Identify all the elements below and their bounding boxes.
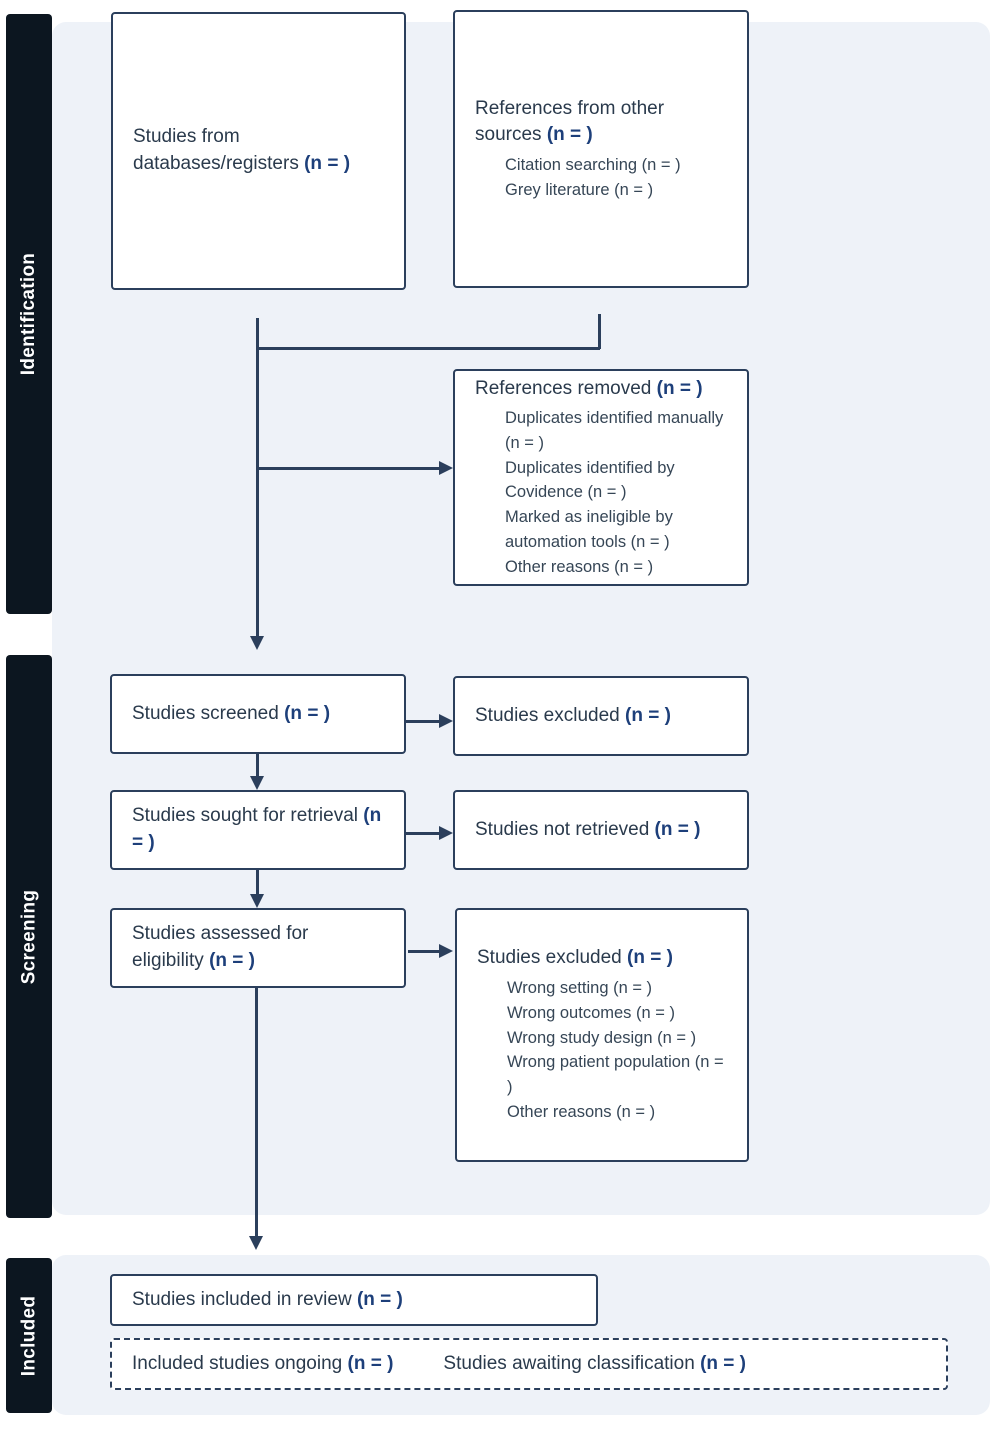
excluded-reasons-title: Studies excluded [477, 947, 622, 969]
removed-item: Duplicates identified by Covidence (n = … [505, 458, 675, 502]
excluded-reason-item: Other reasons (n = ) [507, 1102, 656, 1121]
main-vertical-connector [256, 318, 259, 638]
databases-title: Studies from databases/registers [133, 126, 299, 174]
included-title: Studies included in review [132, 1288, 352, 1310]
arrow-to-excluded-reasons [439, 944, 453, 958]
not-retrieved-count: (n = ) [654, 818, 701, 840]
excluded-reason-item: Wrong study design (n = ) [507, 1028, 697, 1047]
arrow-to-sought [250, 776, 264, 790]
arrow-to-excluded [439, 714, 453, 728]
removed-count: (n = ) [656, 377, 703, 399]
sought-retrieval-box: Studies sought for retrieval (n = ) [110, 790, 406, 870]
assessed-eligibility-box: Studies assessed for eligibility (n = ) [110, 908, 406, 988]
removed-item: Other reasons (n = ) [505, 557, 654, 576]
stage-label-included-text: Included [18, 1295, 40, 1376]
excluded-reasons-list: Wrong setting (n = ) Wrong outcomes (n =… [477, 976, 727, 1125]
ongoing-count: (n = ) [347, 1352, 394, 1374]
arrow-to-screened [250, 636, 264, 650]
databases-box: Studies from databases/registers (n = ) [111, 12, 406, 290]
ongoing-item: Included studies ongoing (n = ) [132, 1351, 393, 1378]
other-sources-item: Grey literature (n = ) [505, 180, 654, 199]
other-sources-box: References from other sources (n = ) Cit… [453, 10, 749, 288]
excluded-reason-item: Wrong setting (n = ) [507, 979, 653, 998]
excluded-count: (n = ) [625, 704, 671, 726]
ongoing-title: Included studies ongoing [132, 1352, 343, 1374]
other-sources-vertical-connector [598, 314, 601, 349]
awaiting-title: Studies awaiting classification [443, 1352, 695, 1374]
screened-count: (n = ) [284, 702, 331, 724]
screened-to-sought-connector [256, 754, 259, 778]
not-retrieved-title: Studies not retrieved [475, 818, 650, 840]
other-sources-item: Citation searching (n = ) [505, 155, 681, 174]
included-review-box: Studies included in review (n = ) [110, 1274, 598, 1326]
sought-to-not-retrieved-connector [406, 832, 441, 835]
databases-count: (n = ) [304, 153, 351, 174]
excluded-reason-item: Wrong outcomes (n = ) [507, 1003, 675, 1022]
removed-item: Marked as ineligible by automation tools… [505, 508, 673, 551]
excluded-reasons-count: (n = ) [627, 947, 673, 969]
arrow-to-included [249, 1236, 263, 1250]
merge-horizontal-connector [256, 347, 600, 350]
excluded-title: Studies excluded [475, 704, 620, 726]
references-removed-box: References removed (n = ) Duplicates ide… [453, 369, 749, 586]
removed-item: Duplicates identified manually (n = ) [505, 409, 724, 452]
stage-label-identification-text: Identification [18, 252, 40, 376]
stage-label-included: Included [6, 1258, 52, 1413]
awaiting-item: Studies awaiting classification (n = ) [443, 1351, 746, 1378]
screened-to-excluded-connector [406, 720, 441, 723]
sought-to-assessed-connector [256, 870, 259, 896]
arrow-to-not-retrieved [439, 826, 453, 840]
arrow-to-removed [439, 461, 453, 475]
other-sources-list: Citation searching (n = ) Grey literatur… [475, 153, 727, 203]
ongoing-awaiting-box: Included studies ongoing (n = ) Studies … [110, 1338, 948, 1390]
awaiting-count: (n = ) [700, 1352, 746, 1374]
stage-label-identification: Identification [6, 14, 52, 614]
sought-title: Studies sought for retrieval [132, 805, 359, 827]
assessed-to-excluded-connector [408, 950, 441, 953]
removed-title: References removed [475, 377, 652, 399]
arrow-to-assessed [250, 894, 264, 908]
other-sources-title: References from other sources [475, 97, 665, 146]
other-sources-count: (n = ) [546, 124, 593, 146]
included-count: (n = ) [356, 1288, 403, 1310]
assessed-count: (n = ) [209, 950, 256, 971]
excluded-reasons-box: Studies excluded (n = ) Wrong setting (n… [455, 908, 749, 1162]
removed-connector [256, 467, 441, 470]
sought-count: (n = ) [132, 805, 382, 853]
not-retrieved-box: Studies not retrieved (n = ) [453, 790, 749, 870]
assessed-title: Studies assessed for eligibility [132, 923, 309, 971]
stage-label-screening-text: Screening [18, 889, 40, 984]
screened-box: Studies screened (n = ) [110, 674, 406, 754]
assessed-to-included-connector [255, 988, 258, 1238]
removed-list: Duplicates identified manually (n = ) Du… [475, 406, 727, 579]
stage-label-screening: Screening [6, 655, 52, 1218]
excluded-reason-item: Wrong patient population (n = ) [507, 1053, 724, 1097]
excluded-box: Studies excluded (n = ) [453, 676, 749, 756]
screened-title: Studies screened [132, 702, 279, 724]
